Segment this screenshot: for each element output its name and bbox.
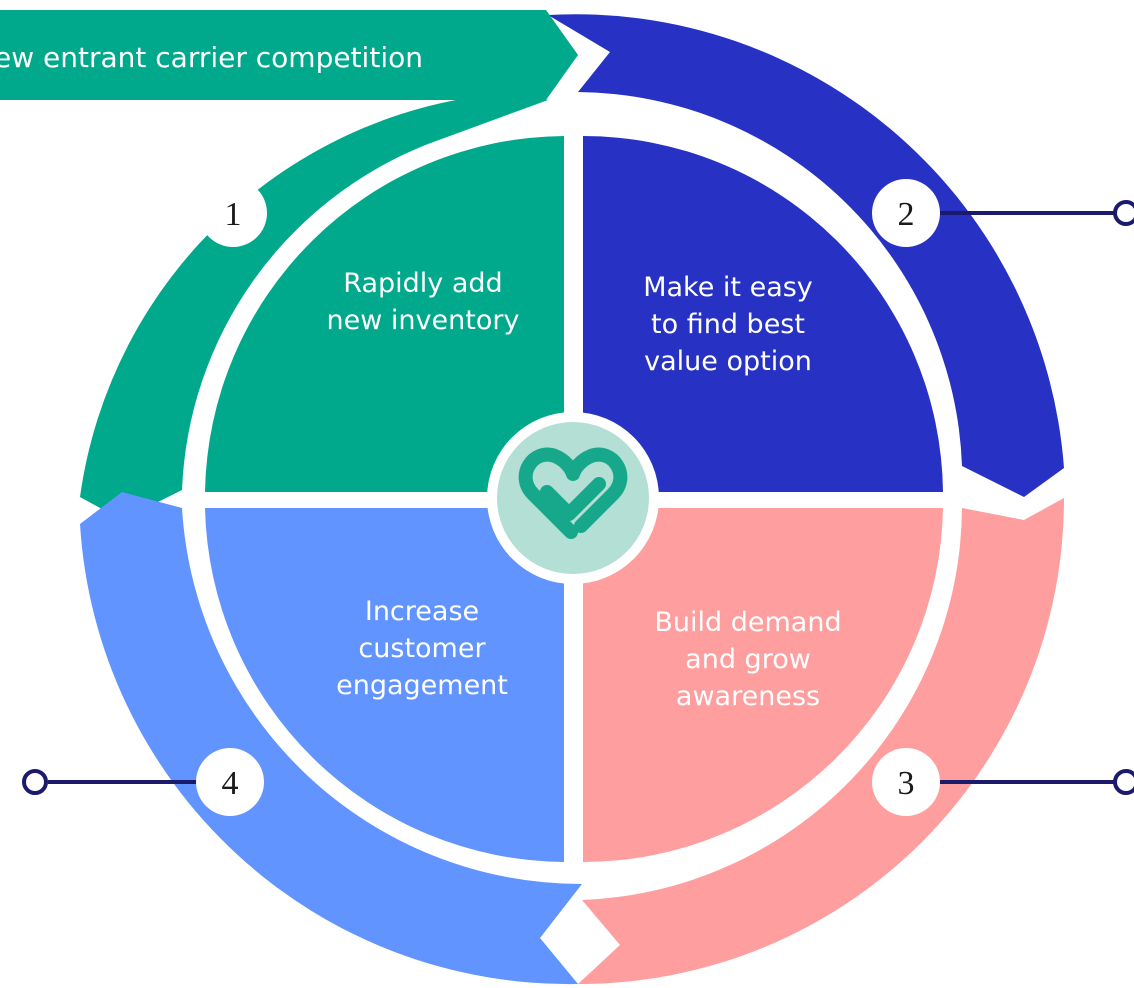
step-2-marker: 2	[872, 179, 940, 247]
quadrant-3-label: Build demand and grow awareness	[654, 607, 841, 712]
quadrant-4-line: customer	[358, 633, 486, 664]
center-badge	[487, 412, 659, 584]
step-2-number: 2	[898, 196, 915, 233]
quadrant-4-label: Increase customer engagement	[336, 596, 508, 701]
quadrant-2-line: value option	[644, 346, 812, 377]
step-4-marker: 4	[196, 748, 264, 816]
quadrant-3-line: and grow	[685, 644, 811, 675]
step-1-marker: 1	[199, 179, 267, 247]
step-1-number: 1	[225, 196, 242, 233]
quadrant-3-line: Build demand	[654, 607, 841, 638]
banner-arrow	[0, 10, 578, 100]
connector-step-3	[930, 769, 1134, 795]
heart-check-icon	[518, 447, 628, 539]
arc-segment-2	[548, 14, 1064, 498]
quadrant-4-line: engagement	[336, 670, 508, 701]
quadrant-2-line: Make it easy	[643, 272, 813, 303]
step-4-number: 4	[222, 765, 239, 802]
quadrant-2-label: Make it easy to find best value option	[643, 272, 813, 377]
step-3-number: 3	[898, 765, 915, 802]
connector-step-2	[930, 200, 1134, 226]
quadrant-3-line: awareness	[676, 681, 820, 712]
quadrant-1-label: Rapidly add new inventory	[327, 268, 520, 336]
banner-text: ew entrant carrier competition	[0, 41, 423, 74]
quadrant-3	[583, 508, 943, 862]
quadrant-2	[583, 136, 943, 492]
quadrant-2-line: to find best	[651, 309, 805, 340]
step-3-marker: 3	[872, 748, 940, 816]
arc-segment-4	[80, 492, 582, 985]
quadrant-4-line: Increase	[365, 596, 479, 627]
quadrant-1-line: Rapidly add	[343, 268, 502, 299]
arc-segment-3	[578, 498, 1065, 985]
arc-segment-1	[80, 92, 548, 520]
quadrant-1	[205, 136, 564, 492]
quadrant-1-line: new inventory	[327, 305, 520, 336]
quadrant-4	[205, 508, 564, 862]
